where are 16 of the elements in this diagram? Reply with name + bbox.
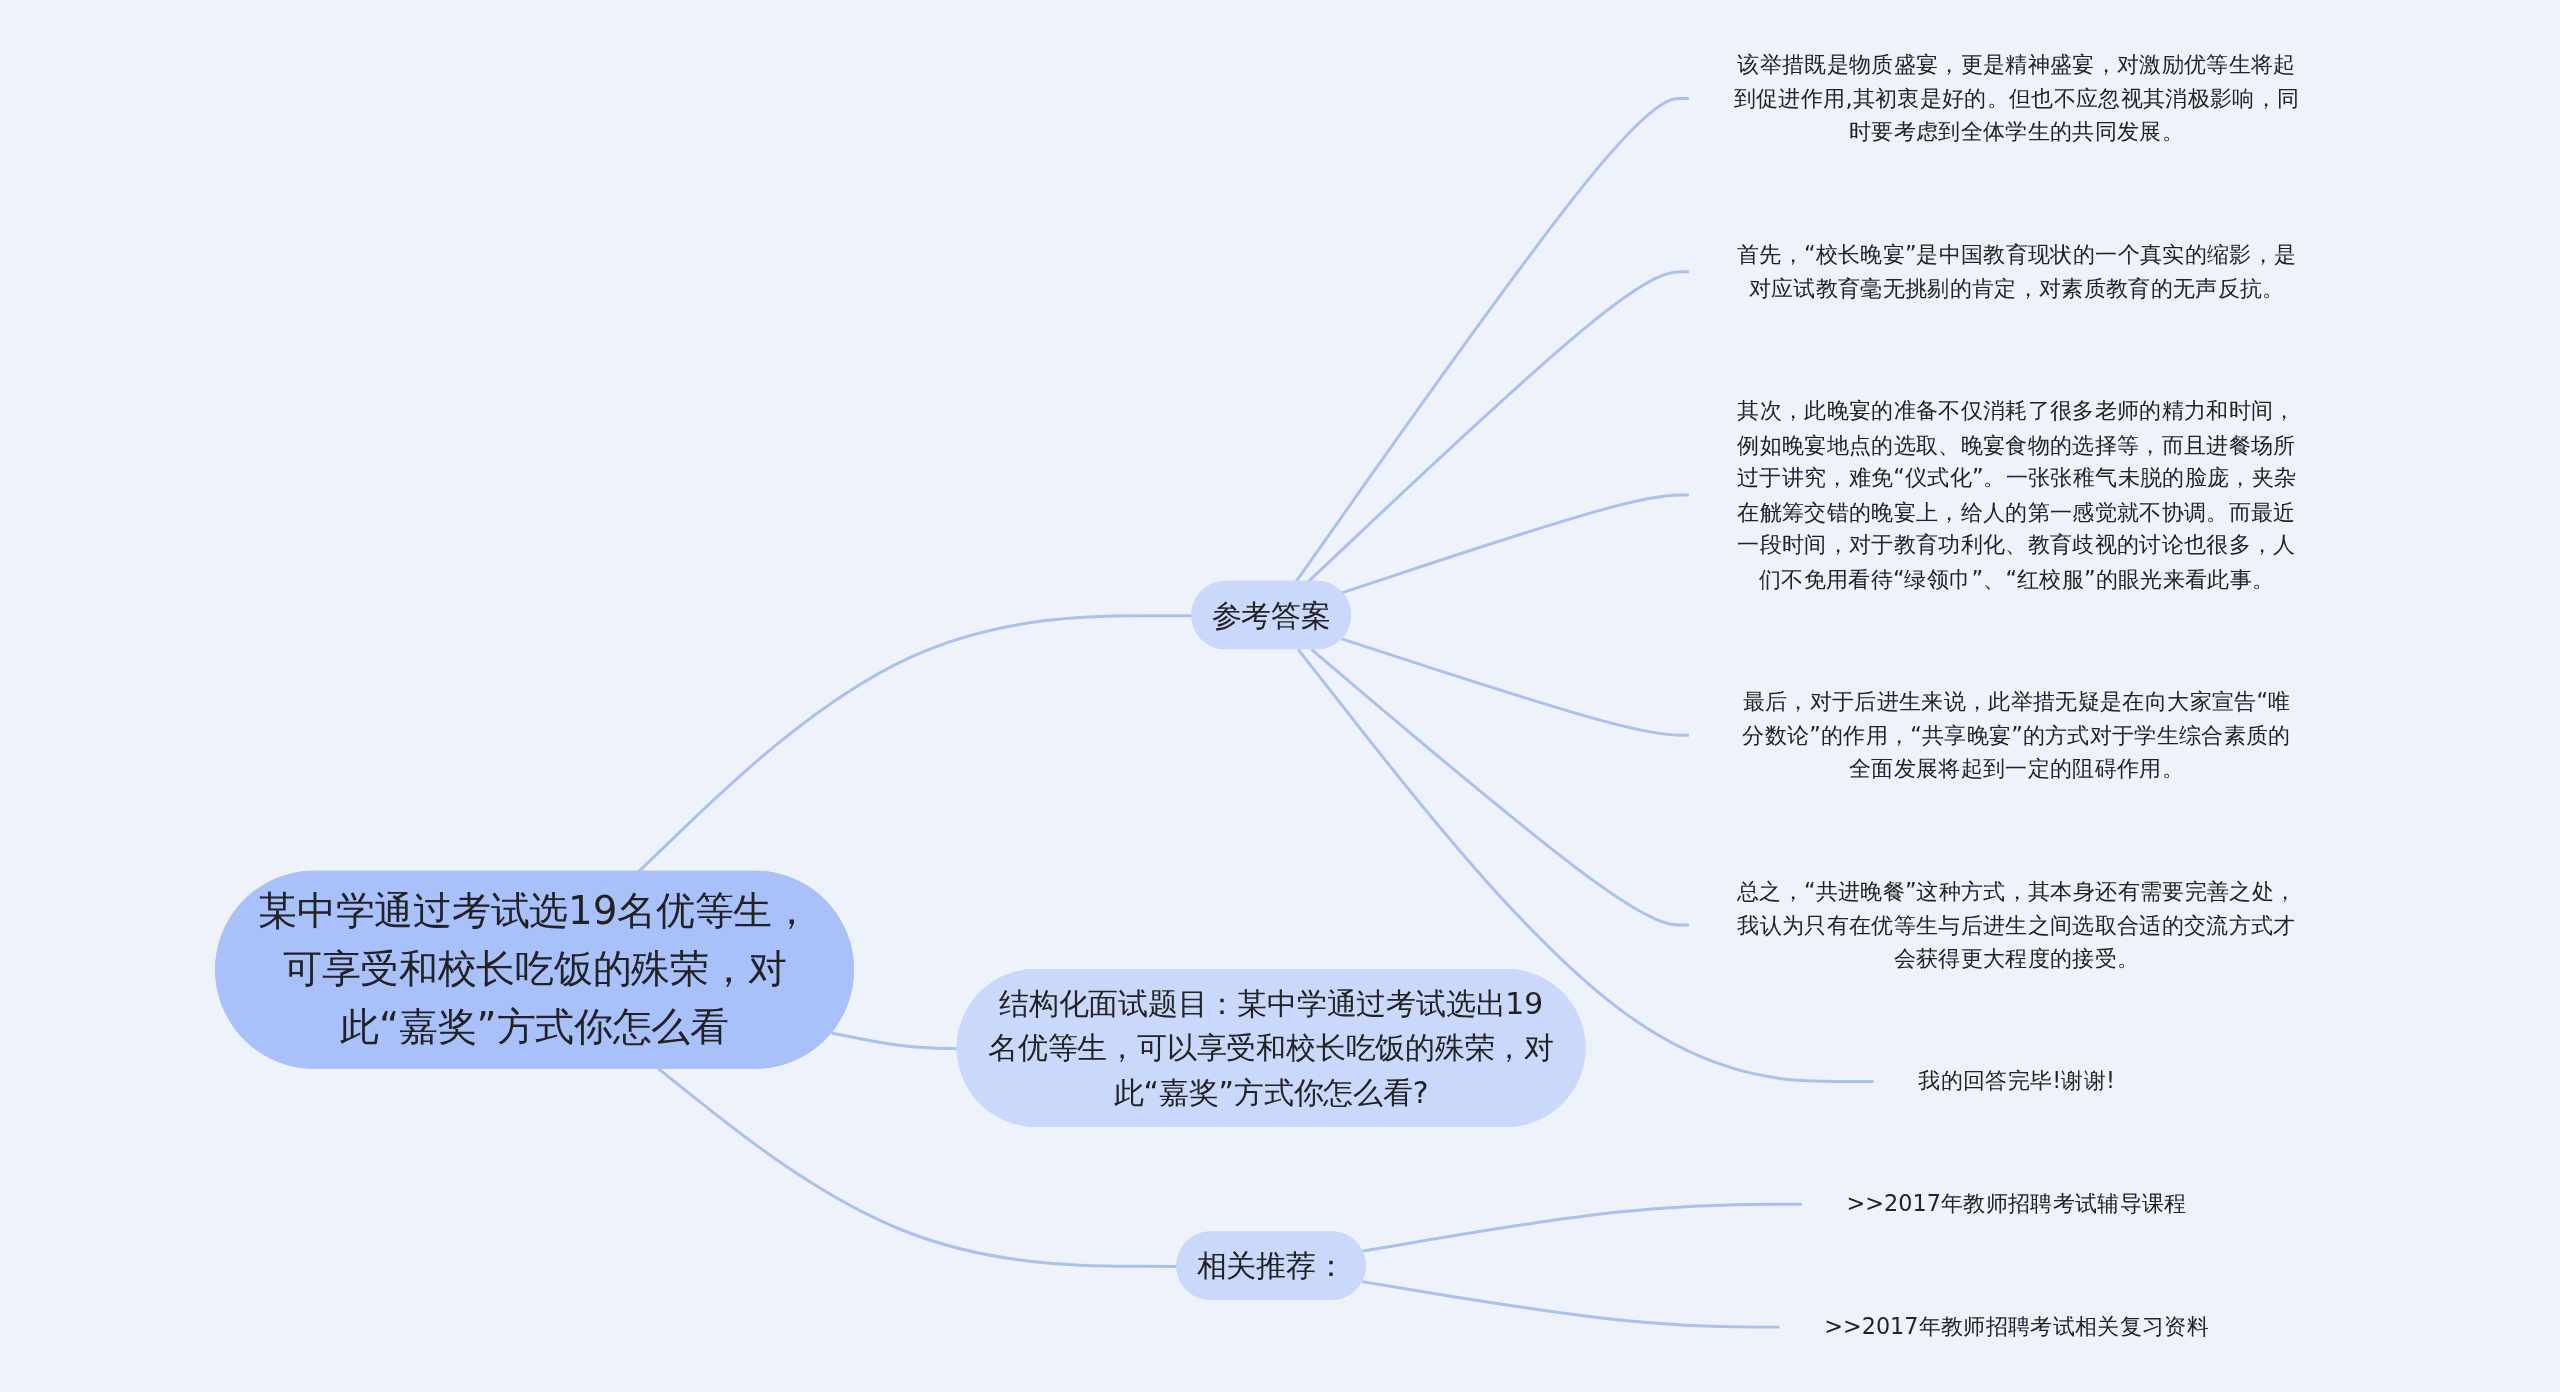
node-text: 最后，对于后进生来说，此举措无疑是在向大家宣告“唯分数论”的作用，“共享晚宴”的方式对于学生综合素质的全面发展将起到一定的阻碍作用。 [1742, 687, 2291, 782]
connector [1296, 648, 1874, 1083]
connector [1341, 637, 1689, 737]
mind-map: 某中学通过考试选19名优等生，可享受和校长吃饭的殊荣，对此“嘉奖”方式你怎么看 参考答案 该举措既是物质盛宴，更是精神盛宴，对激励优等生将起到促进作用,其初衷是好的。但也不应忽视其消极影响，同时要考虑到全体学生的共同发展。 首先，“校长晚宴”是中国教育现状的一个真实的缩影，是对应试教育毫无挑剔的肯定，对素质教育的无声反抗。 其次，此晚宴的准备不仅消耗了很多老师的精力和时间，例如晚宴地点的选取、晚宴食物的选择等，而且进餐场所过于讲究，难免“仪式化”。一张张稚气未脱的脸庞，夹杂在觥筹交错的晚宴上，给人的第一感觉就不协调。而最近一段时间，对于教育功利化、教育歧视的讨论也很多，人们不免用看待“绿领巾”、“红校服”的眼光来看此事。 最后，对于后进生来说，此举措无疑是在向大家宣告“唯分数论”的作用，“共享晚宴”的方式对于学生综合素质的全面发展将起到一定的阻碍作用。 总之，“共进晚餐”这种方式，其本身还有需要完善之处，我认为只有在优等生与后进生之间选取合适的交流方式才会获得更大程度的接受。 我的回答完毕!谢谢! 结构化面试题目：某中学通过考试选出19名优等生，可以享受和校长吃饭的殊荣，对此“嘉奖”方式你怎么看? 相关推荐： >>2017年教师招聘考试辅导课程 >>2017年教师招聘考试相关复习资料 [203, 13, 2357, 1379]
connector [1310, 648, 1689, 927]
node-text: 首先，“校长晚宴”是中国教育现状的一个真实的缩影，是对应试教育毫无挑剔的肯定，对素质教育的无声反抗。 [1736, 241, 2297, 302]
node-text: >>2017年教师招聘考试辅导课程 [1846, 1190, 2187, 1218]
node-text: 我的回答完毕!谢谢! [1918, 1067, 2115, 1095]
node-text: >>2017年教师招聘考试相关复习资料 [1824, 1313, 2209, 1341]
connector [657, 1067, 1178, 1268]
node-text: 该举措既是物质盛宴，更是精神盛宴，对激励优等生将起到促进作用,其初衷是好的。但也不应忽视其消极影响，同时要考虑到全体学生的共同发展。 [1733, 51, 2300, 145]
connector [1361, 1202, 1802, 1253]
connector [1341, 493, 1689, 595]
connector [1361, 1280, 1780, 1329]
node-text: 其次，此晚宴的准备不仅消耗了很多老师的精力和时间，例如晚宴地点的选取、晚宴食物的选择等，而且进餐场所过于讲究，难免“仪式化”。一张张稚气未脱的脸庞，夹杂在觥筹交错的晚宴上，给人的第一感觉就不协调。而最近一段时间，对于教育功利化、教育歧视的讨论也很多，人们不免用看待“绿领巾”、“红校服”的眼光来看此事。 [1736, 397, 2297, 592]
node-text: 总之，“共进晚餐”这种方式，其本身还有需要完善之处，我认为只有在优等生与后进生之间选取合适的交流方式才会获得更大程度的接受。 [1736, 877, 2297, 972]
